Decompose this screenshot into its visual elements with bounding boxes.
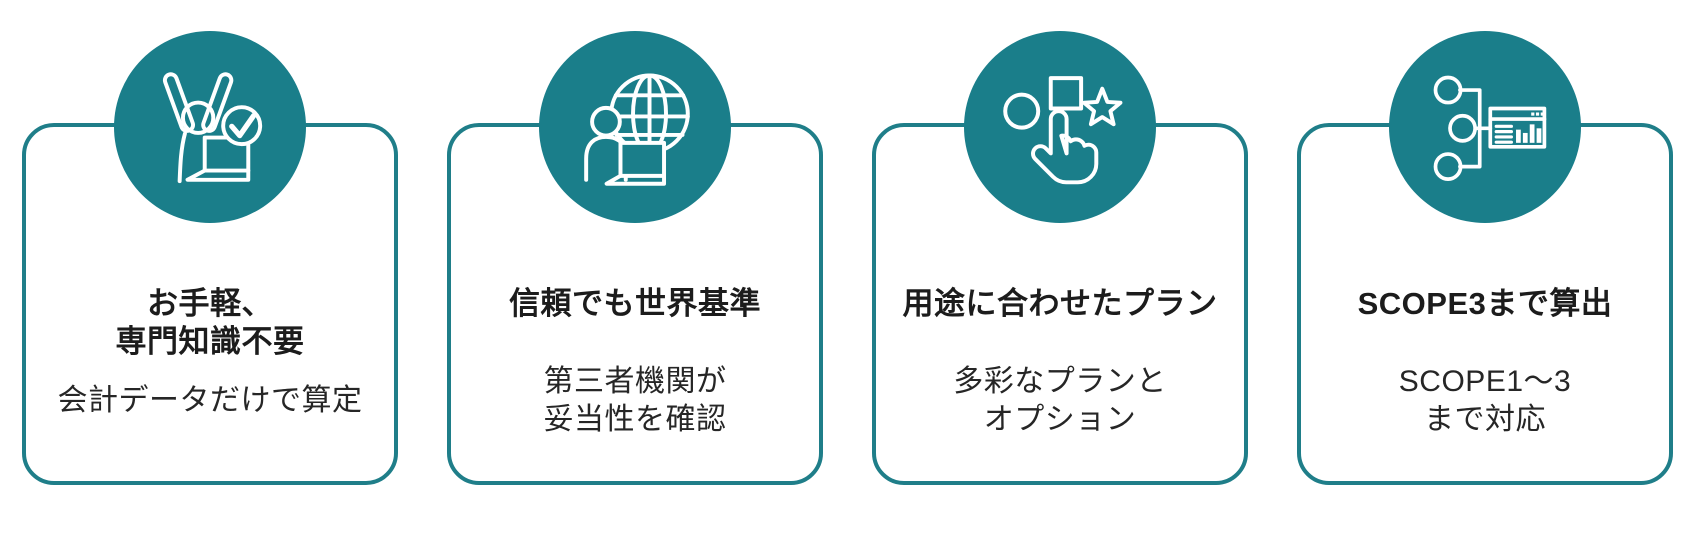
person-globe-laptop-icon	[584, 73, 690, 186]
card-title: SCOPE3まで算出	[1357, 286, 1613, 321]
card-title: お手軽、 専門知識不要	[115, 286, 305, 359]
cheering-person-laptop-check-icon	[162, 72, 263, 184]
card-body: 信頼でも世界基準 第三者機関が 妥当性を確認	[451, 285, 819, 441]
card-body: SCOPE3まで算出 SCOPE1～3 まで対応	[1301, 285, 1669, 441]
icon-badge	[539, 31, 731, 223]
icon-badge	[1389, 31, 1581, 223]
card-subtitle: 第三者機関が 妥当性を確認	[543, 365, 727, 436]
icon-badge	[964, 31, 1156, 223]
hand-selecting-shapes-icon	[1003, 76, 1123, 185]
icon-badge	[114, 31, 306, 223]
card-title: 信頼でも世界基準	[509, 286, 761, 321]
card-subtitle: 会計データだけで算定	[57, 384, 363, 417]
feature-card-standard: 信頼でも世界基準 第三者機関が 妥当性を確認	[447, 31, 823, 485]
card-subtitle: SCOPE1～3 まで対応	[1398, 365, 1572, 436]
feature-card-plans: 用途に合わせたプラン 多彩なプランと オプション	[872, 31, 1248, 485]
flowchart-dashboard-icon	[1433, 75, 1547, 181]
feature-card-scope: SCOPE3まで算出 SCOPE1～3 まで対応	[1297, 31, 1673, 485]
feature-card-easy: お手軽、 専門知識不要 会計データだけで算定	[22, 31, 398, 485]
card-subtitle: 多彩なプランと オプション	[953, 365, 1167, 436]
card-body: 用途に合わせたプラン 多彩なプランと オプション	[876, 285, 1244, 441]
card-body: お手軽、 専門知識不要 会計データだけで算定	[26, 285, 394, 441]
card-title: 用途に合わせたプラン	[902, 286, 1218, 321]
